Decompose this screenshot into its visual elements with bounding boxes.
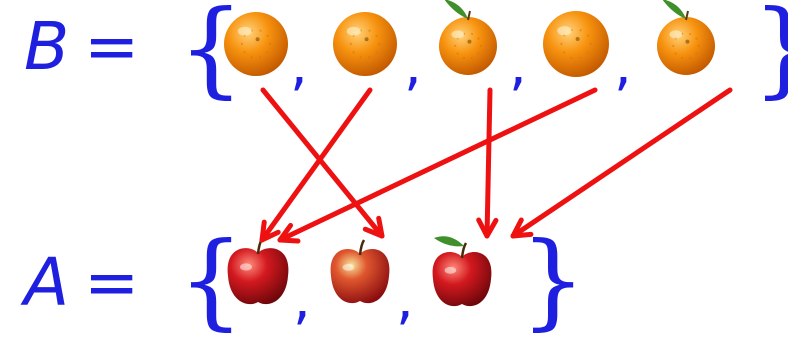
set-b-equals: = <box>84 8 140 85</box>
apple-fruit-icon <box>330 239 390 304</box>
set-a-comma: , <box>293 267 311 332</box>
orange-fruit-icon <box>333 12 397 76</box>
orange-fruit-icon <box>543 11 609 77</box>
set-b-close-brace: } <box>752 0 788 100</box>
mapping-arrow <box>510 87 733 239</box>
mapping-arrow <box>260 87 385 239</box>
set-b-label: B <box>24 8 70 85</box>
mapping-arrow <box>277 87 598 244</box>
set-b-comma: , <box>290 33 308 98</box>
orange-fruit-icon <box>657 0 715 75</box>
orange-fruit-icon <box>439 0 497 75</box>
set-a-equals: = <box>84 244 140 321</box>
orange-fruit-icon <box>224 12 288 76</box>
fruit-and-arrow-layer <box>224 0 733 307</box>
apple-fruit-icon <box>432 236 492 307</box>
set-b-comma: , <box>509 33 527 98</box>
set-a-comma: , <box>396 267 414 332</box>
mapping-arrow <box>259 87 373 243</box>
set-a-close-brace: } <box>520 219 587 341</box>
function-diagram: B = { } , , , , A = { } , , <box>24 0 788 341</box>
set-b-comma: , <box>404 33 422 98</box>
mapping-arrow <box>476 87 499 239</box>
apple-fruit-icon <box>227 238 289 305</box>
set-a-label: A <box>24 244 70 321</box>
set-b-comma: , <box>614 33 632 98</box>
